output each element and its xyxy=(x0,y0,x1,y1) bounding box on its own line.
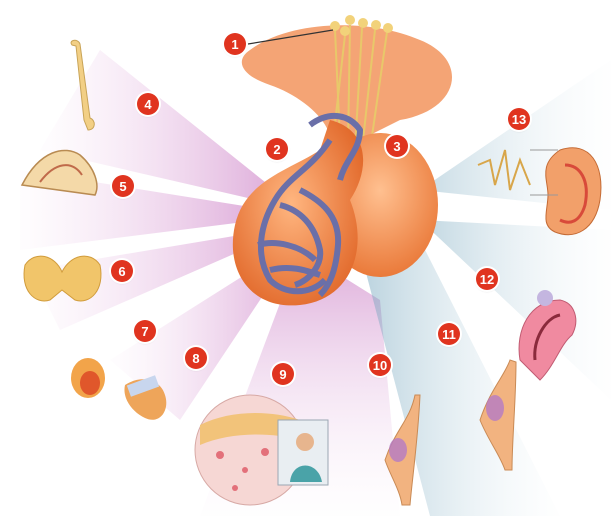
hypothalamus xyxy=(242,25,452,140)
label-3: 3 xyxy=(386,135,408,157)
label-10: 10 xyxy=(369,354,391,376)
label-4: 4 xyxy=(137,93,159,115)
label-5: 5 xyxy=(112,175,134,197)
label-8: 8 xyxy=(185,347,207,369)
label-6: 6 xyxy=(111,260,133,282)
label-2: 2 xyxy=(266,138,288,160)
label-12: 12 xyxy=(476,268,498,290)
label-13: 13 xyxy=(508,108,530,130)
label-7: 7 xyxy=(134,320,156,342)
label-1: 1 xyxy=(224,33,246,55)
label-11: 11 xyxy=(438,323,460,345)
ovary xyxy=(71,358,105,398)
label-9: 9 xyxy=(272,363,294,385)
